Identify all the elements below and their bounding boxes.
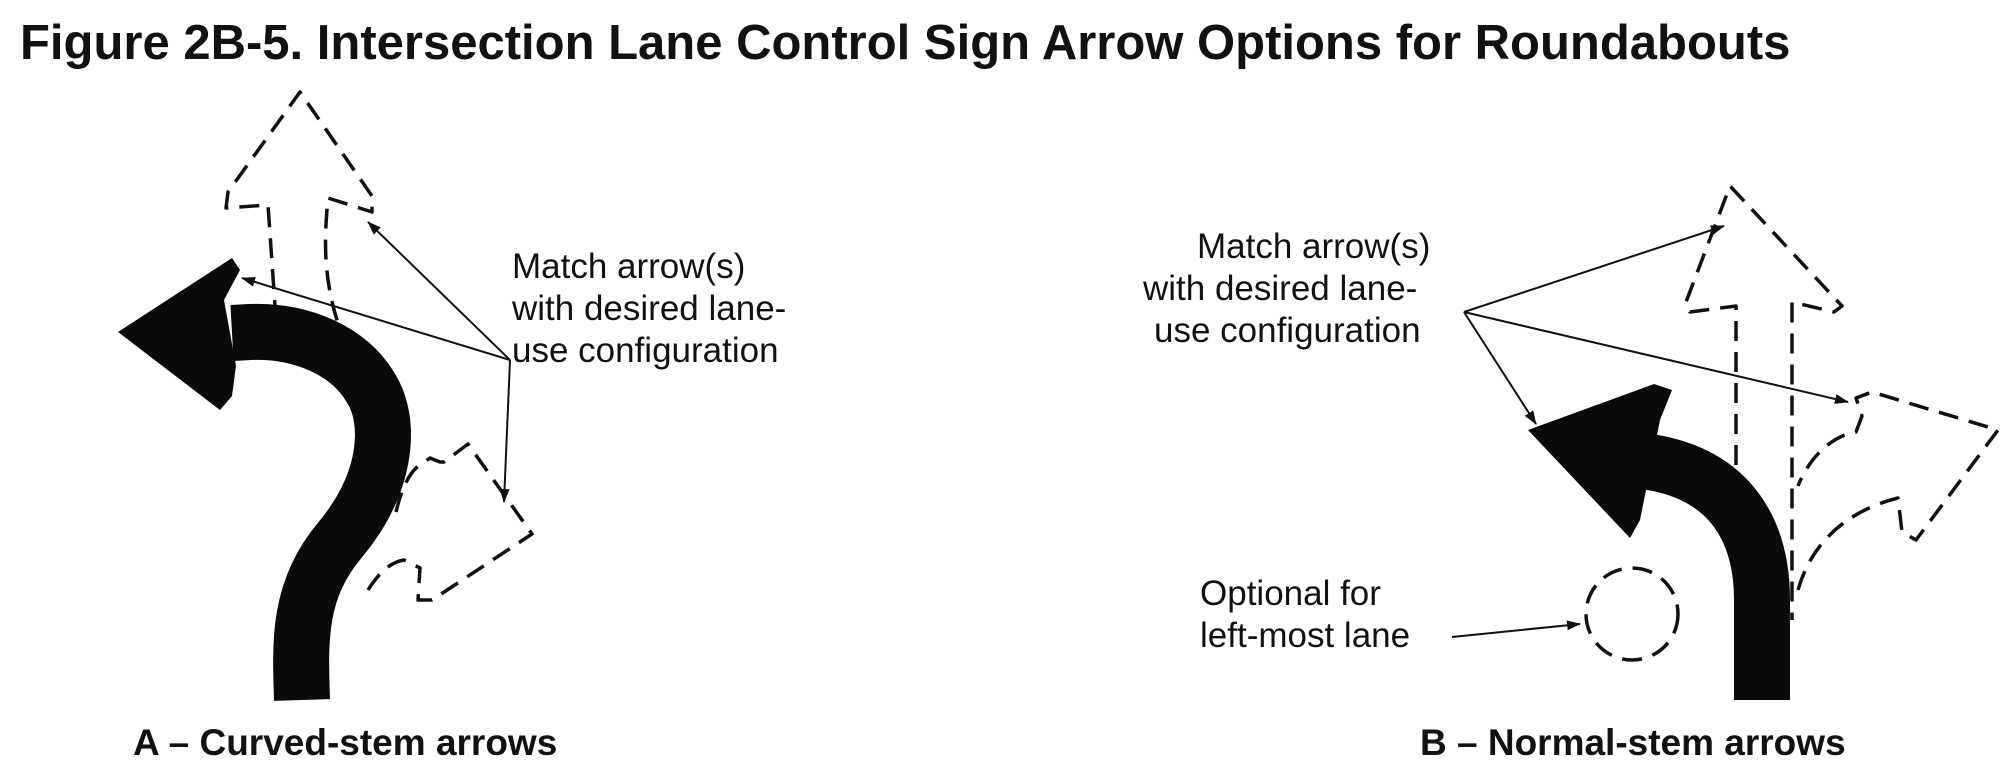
panel-a-note-line-1: Match arrow(s) [512,247,745,286]
panel-b-note-line-3: use configuration [1154,311,1421,350]
panel-a-left-arrow-head [118,258,240,410]
panel-b-note-line-1: Match arrow(s) [1197,227,1430,266]
panel-a-note-line-3: use configuration [512,331,779,370]
panel-b-through-arrow-dashed [1684,184,1844,620]
panel-b-optional-line-2: left-most lane [1200,616,1410,655]
panel-b-note-line-2: with desired lane- [1142,269,1417,308]
panel-b-left-arrow-head [1528,384,1672,538]
panel-a-caption: A – Curved-stem arrows [133,722,557,763]
panel-b-leader-right [1463,311,1849,404]
panel-a-leader-through [367,221,511,361]
panel-b-left-arrow-stem [1644,434,1790,700]
figure-title: Figure 2B-5. Intersection Lane Control S… [20,16,1790,70]
panel-a-leader-right [499,359,511,503]
panel-a-through-arrow-dashed [224,90,374,347]
panel-b: Match arrow(s) with desired lane- use co… [1142,184,2000,763]
panel-a: Match arrow(s) with desired lane- use co… [118,90,786,763]
panel-b-leader-through [1463,225,1725,313]
panel-b-optional-line-1: Optional for [1200,574,1381,613]
panel-b-leader-optional [1451,620,1581,638]
panel-a-leader-left [241,277,511,361]
panel-a-note-line-2: with desired lane- [511,289,786,328]
panel-b-optional-circle-dashed [1584,566,1680,662]
panel-b-leader-left [1463,311,1537,425]
panel-b-right-arrow-dashed [1796,390,2000,591]
panel-a-left-arrow-stem [230,303,411,701]
panel-b-caption: B – Normal-stem arrows [1420,722,1846,763]
